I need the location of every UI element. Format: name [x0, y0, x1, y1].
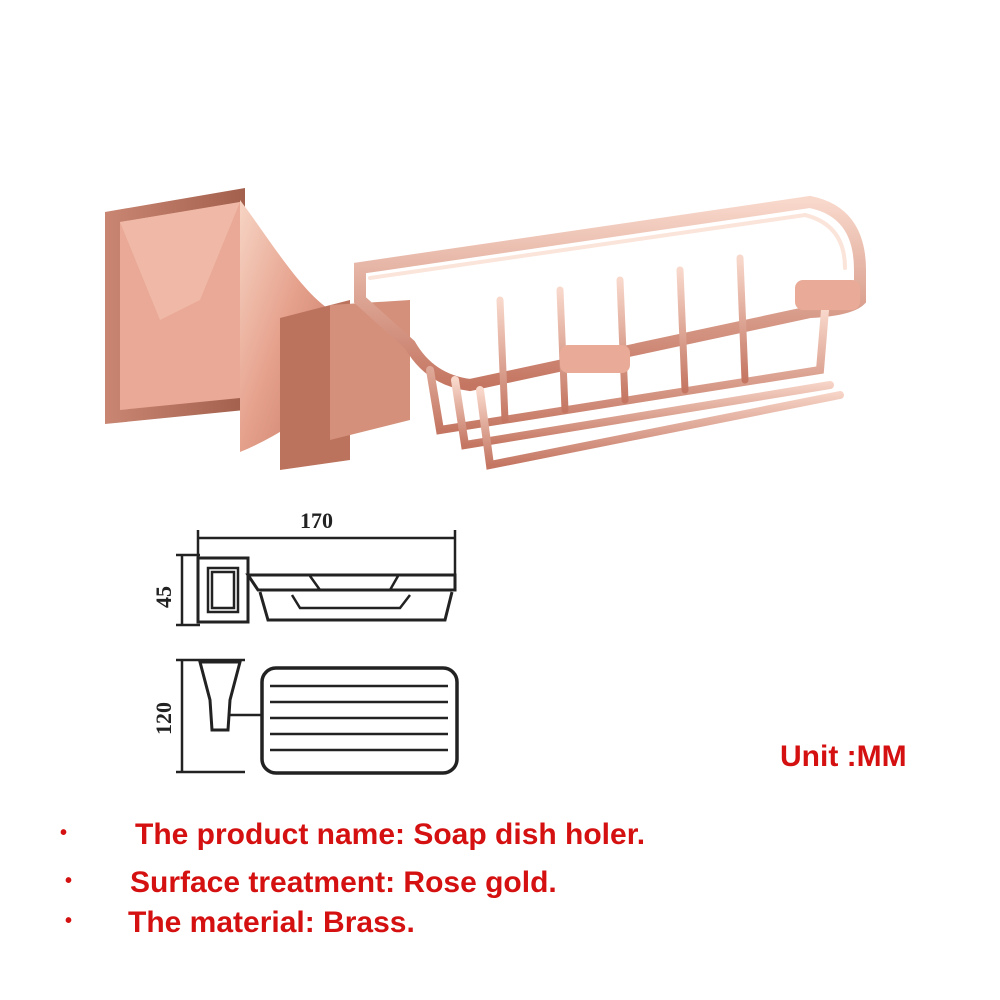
spec-item-surface-treatment: • Surface treatment: Rose gold.: [0, 866, 1000, 910]
side-view-mount: [196, 556, 250, 624]
height-label: 45: [151, 586, 176, 608]
spec-item-material: • The material: Brass.: [0, 906, 1000, 950]
spec-text: Surface treatment: Rose gold.: [130, 866, 557, 899]
wire-basket: [354, 195, 866, 470]
top-view-basket: [260, 666, 459, 775]
unit-label: Unit :MM: [780, 740, 907, 773]
bullet-icon: •: [60, 822, 68, 844]
wall-mount-plate: [105, 188, 410, 470]
spec-item-product-name: • The product name: Soap dish holer.: [0, 818, 1000, 862]
depth-label: 120: [151, 702, 176, 735]
spec-text: The material: Brass.: [128, 906, 415, 939]
bullet-icon: •: [65, 870, 73, 892]
spec-text: The product name: Soap dish holer.: [135, 818, 646, 851]
side-view-basket: [245, 573, 457, 592]
bullet-icon: •: [65, 910, 73, 932]
top-view-mount: [198, 660, 242, 732]
width-label: 170: [300, 508, 333, 533]
dimension-drawing: 170 45 120: [151, 508, 459, 775]
product-photo: [105, 188, 866, 470]
